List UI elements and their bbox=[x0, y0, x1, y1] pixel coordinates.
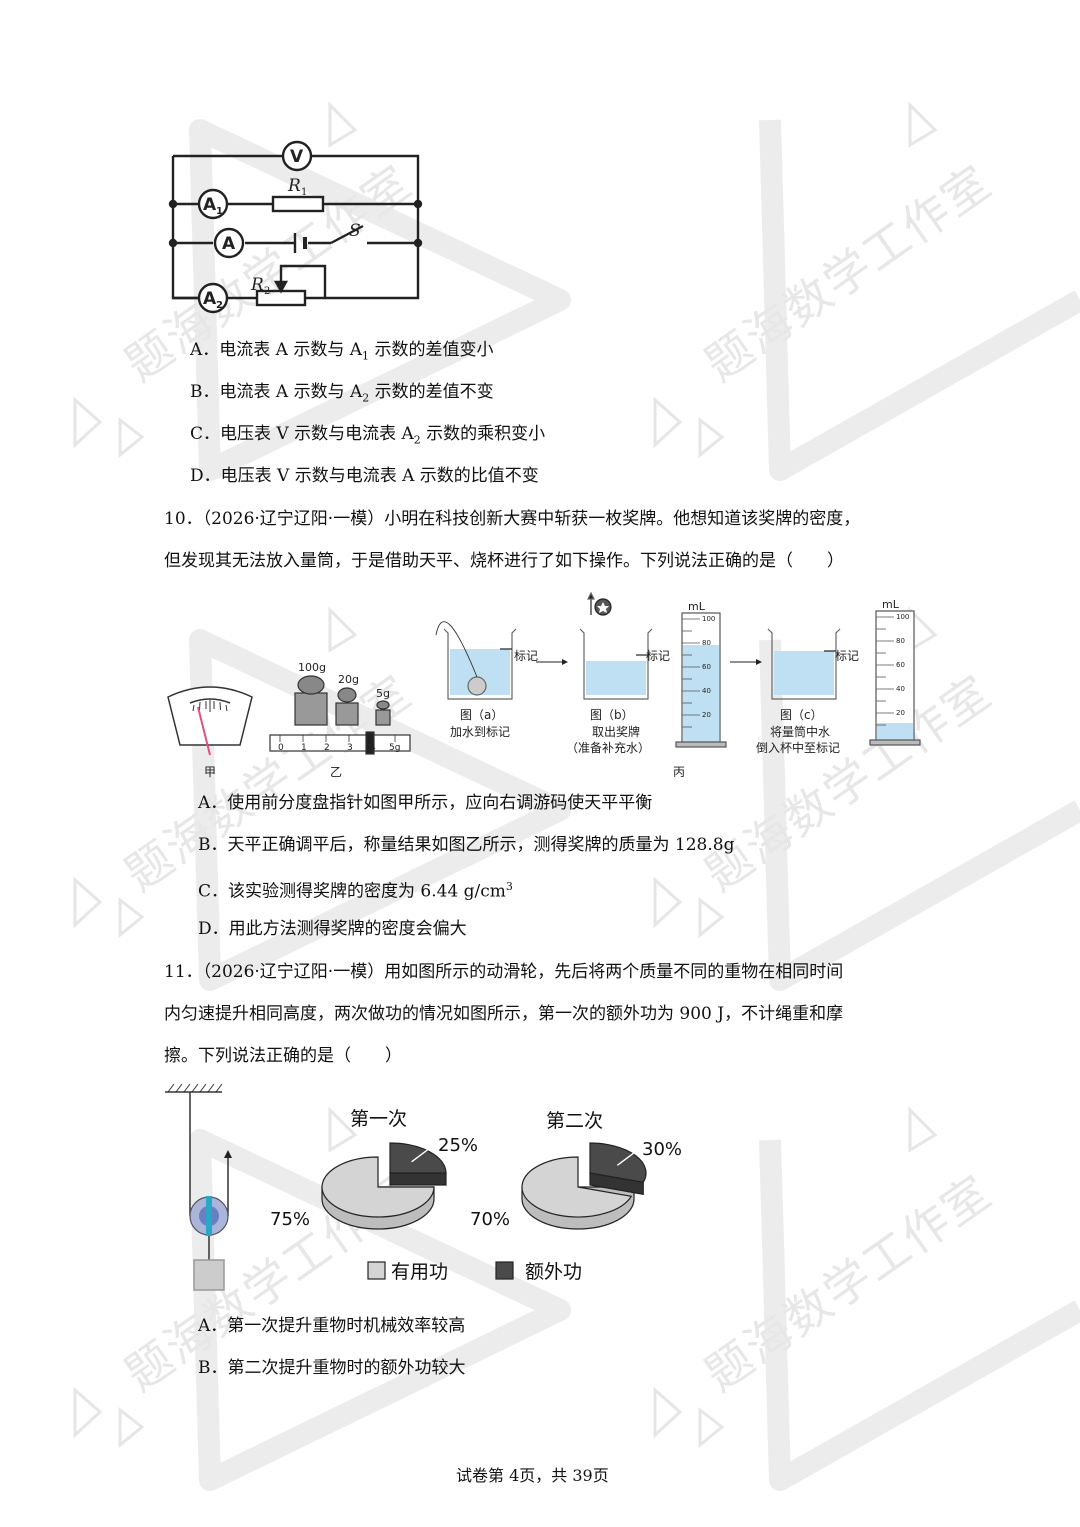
cylinder-tick: 20 bbox=[702, 711, 711, 719]
fig-label-yi: 乙 bbox=[330, 765, 342, 779]
pie-leader-line bbox=[411, 1137, 445, 1163]
q11-stem-line2: 内匀速提升相同高度，两次做功的情况如图所示，第一次的额外功为 900 J，不计绳… bbox=[164, 1004, 844, 1024]
fig-c-desc1: 将量筒中水 bbox=[770, 724, 830, 739]
cylinder-1 bbox=[675, 612, 727, 748]
ruler-tick: 1 bbox=[301, 743, 307, 753]
cylinder-unit: mL bbox=[882, 598, 900, 611]
ammeter-a1-sub: 1 bbox=[216, 206, 223, 217]
ruler-tick: 5g bbox=[389, 743, 400, 753]
q9-option-d: D．电压表 V 示数与电流表 A 示数的比值不变 bbox=[190, 466, 539, 486]
q10-figure: 甲 100g 20g 5g 0 1 2 3 4 5g 乙 bbox=[167, 591, 921, 779]
legend-swatch-useful bbox=[367, 1261, 386, 1280]
q10-stem-line2: 但发现其无法放入量筒，于是借助天平、烧杯进行了如下操作。下列说法正确的是（ ） bbox=[164, 551, 844, 571]
cylinder-tick: 40 bbox=[896, 685, 905, 693]
fig-c-desc2: 倒入杯中至标记 bbox=[756, 740, 840, 755]
fig-label-jia: 甲 bbox=[204, 765, 216, 779]
ruler-tick: 2 bbox=[324, 743, 330, 753]
data-label-useful-1: 75% bbox=[270, 1209, 310, 1230]
q10-stem-line1: 10．（2026·辽宁辽阳·一模）小明在科技创新大赛中斩获一枚奖牌。他想知道该奖… bbox=[164, 509, 861, 529]
weight-block bbox=[193, 1259, 225, 1291]
cylinder-tick: 100 bbox=[702, 615, 715, 623]
beaker-a bbox=[435, 621, 517, 700]
mark-label-c: 标记 bbox=[835, 649, 859, 663]
circuit-diagram: V A 1 A A 2 R 1 S R 2 bbox=[168, 140, 423, 314]
q11-stem-line3: 擦。下列说法正确的是（ ） bbox=[164, 1046, 402, 1066]
ammeter-a2-label: A bbox=[203, 289, 217, 309]
resistor-r2-sub: 2 bbox=[264, 286, 270, 297]
weights bbox=[294, 675, 391, 726]
balance-dial bbox=[167, 686, 253, 756]
pie-slice-extra-side bbox=[389, 1172, 447, 1186]
q9-option-c: C．电压表 V 示数与电流表 A2 示数的乘积变小 bbox=[190, 424, 546, 447]
q10-option-a: A．使用前分度盘指针如图甲所示，应向右调游码使天平平衡 bbox=[198, 793, 653, 813]
data-label-useful-2: 70% bbox=[470, 1209, 510, 1230]
q9-option-b: B．电流表 A 示数与 A2 示数的差值不变 bbox=[190, 382, 494, 405]
data-label-extra-1: 25% bbox=[438, 1135, 478, 1156]
fig-b-desc1: 取出奖牌 bbox=[592, 725, 640, 739]
q11-option-a: A．第一次提升重物时机械效率较高 bbox=[198, 1316, 466, 1336]
fig-a-desc: 加水到标记 bbox=[450, 725, 510, 739]
cylinder-unit: mL bbox=[688, 600, 706, 613]
fig-a-title: 图（a） bbox=[460, 708, 503, 722]
ammeter-a2-sub: 2 bbox=[216, 300, 223, 311]
cylinder-tick: 100 bbox=[896, 613, 909, 621]
fig-b-desc2: （准备补充水） bbox=[566, 740, 650, 755]
ammeter-a1-label: A bbox=[203, 195, 217, 215]
weight-100g-label: 100g bbox=[298, 661, 326, 674]
weight-5g-label: 5g bbox=[376, 687, 390, 700]
ruler bbox=[269, 731, 411, 755]
ruler-tick: 0 bbox=[278, 743, 284, 753]
resistor-r2-label: R bbox=[250, 275, 264, 295]
pie-slice-extra bbox=[589, 1142, 647, 1183]
voltmeter-label: V bbox=[290, 147, 304, 167]
ruler-tick: 3 bbox=[347, 743, 353, 753]
pulley-diagram bbox=[165, 1083, 232, 1291]
q10-option-b: B．天平正确调平后，称量结果如图乙所示，测得奖牌的质量为 128.8g bbox=[198, 835, 735, 855]
weight-20g-label: 20g bbox=[338, 673, 359, 686]
q10-option-c: C．该实验测得奖牌的密度为 6.44 g/cm3 bbox=[198, 880, 513, 902]
cylinder-2 bbox=[869, 610, 921, 746]
mark-label-b: 标记 bbox=[646, 649, 670, 663]
chart-title: 第二次 bbox=[546, 1110, 603, 1132]
fig-label-bing: 丙 bbox=[673, 765, 685, 779]
pie-charts: 第一次 第二次 75% 25% 70% 30% 有用功 额外功 bbox=[270, 1108, 682, 1283]
cylinder-tick: 80 bbox=[896, 637, 905, 645]
cylinder-tick: 40 bbox=[702, 687, 711, 695]
ruler-tick: 4 bbox=[370, 743, 376, 753]
cylinder-tick: 60 bbox=[896, 661, 905, 669]
cylinder-tick: 80 bbox=[702, 639, 711, 647]
mark-label-a: 标记 bbox=[514, 649, 538, 663]
chart-title: 第一次 bbox=[350, 1108, 407, 1130]
cylinder-tick: 60 bbox=[702, 663, 711, 671]
fig-b-title: 图（b） bbox=[590, 708, 634, 722]
q9-option-a: A．电流表 A 示数与 A1 示数的差值变小 bbox=[190, 340, 494, 363]
pie-slice-extra bbox=[389, 1142, 447, 1174]
pie-slice-useful bbox=[321, 1156, 435, 1218]
legend-swatch-extra bbox=[495, 1261, 514, 1280]
q10-option-d: D．用此方法测得奖牌的密度会偏大 bbox=[198, 919, 467, 939]
page-footer: 试卷第 4页，共 39页 bbox=[456, 1466, 609, 1485]
pie-slice-useful bbox=[521, 1156, 633, 1218]
switch-label: S bbox=[349, 221, 361, 241]
beaker-b bbox=[579, 591, 653, 700]
legend-label-extra: 额外功 bbox=[525, 1261, 582, 1283]
beaker-c bbox=[767, 628, 841, 700]
resistor-r1-label: R bbox=[287, 176, 301, 196]
ammeter-a-label: A bbox=[222, 234, 236, 254]
pie-leader-line bbox=[616, 1140, 650, 1166]
legend-label-useful: 有用功 bbox=[391, 1261, 448, 1283]
q11-option-b: B．第二次提升重物时的额外功较大 bbox=[198, 1358, 466, 1378]
q11-stem-line1: 11．（2026·辽宁辽阳·一模）用如图所示的动滑轮，先后将两个质量不同的重物在… bbox=[164, 962, 844, 982]
cylinder-tick: 20 bbox=[896, 709, 905, 717]
fig-c-title: 图（c） bbox=[780, 708, 823, 722]
resistor-r1-sub: 1 bbox=[301, 187, 307, 198]
data-label-extra-2: 30% bbox=[642, 1139, 682, 1160]
